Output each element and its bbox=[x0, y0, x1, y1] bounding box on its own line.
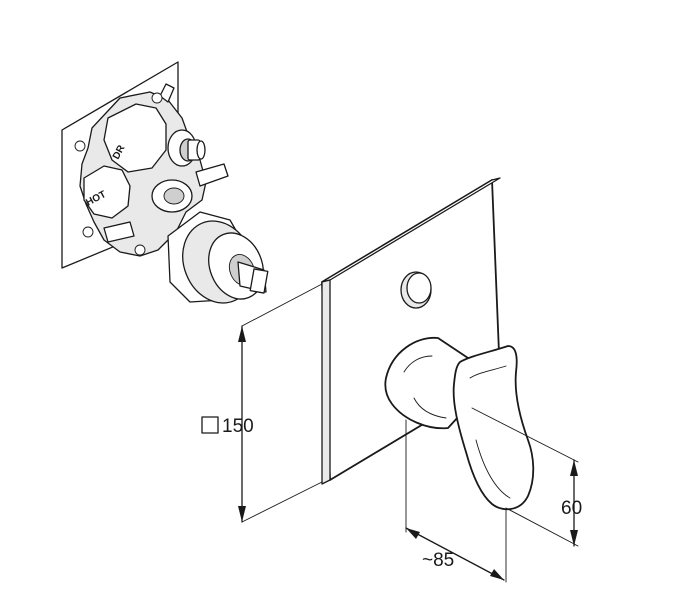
cover-plate-side-edge bbox=[321, 279, 331, 485]
dimension-handle-height: 60 bbox=[471, 407, 582, 547]
dimension-label-projection: ~85 bbox=[422, 550, 454, 571]
handle-lever bbox=[452, 345, 535, 511]
dimension-label-handle-height: 60 bbox=[561, 498, 582, 519]
dimension-projection: ~85 bbox=[405, 419, 507, 583]
lever-handle bbox=[384, 337, 535, 511]
diverter-button bbox=[400, 271, 432, 309]
valve-upper-boss bbox=[103, 103, 167, 173]
handle-base bbox=[384, 337, 471, 430]
square-symbol bbox=[201, 416, 219, 434]
concealed-valve-assembly: DR HOT bbox=[61, 61, 269, 304]
cartridge-boss bbox=[151, 179, 193, 213]
valve-side-boss bbox=[83, 165, 131, 219]
valve-cartridge bbox=[167, 211, 264, 304]
dimension-label-plate-size: 150 bbox=[222, 416, 254, 437]
dimension-plate-size: 150 bbox=[201, 283, 323, 523]
valve-pipe-stubs bbox=[74, 83, 229, 256]
upper-outlet-nipple bbox=[167, 129, 206, 167]
valve-spindle bbox=[237, 261, 269, 294]
